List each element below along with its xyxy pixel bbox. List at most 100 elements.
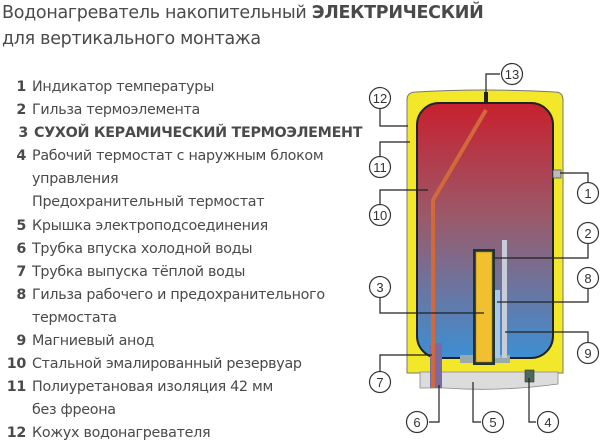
thermometer-indicator (552, 169, 562, 179)
legend-line: термостата (32, 309, 117, 326)
callout-number: 1 (584, 186, 591, 201)
legend-number: 11 (6, 379, 27, 396)
title-bold: ЭЛЕКТРИЧЕСКИЙ (311, 3, 484, 23)
callout-12: 12 (368, 86, 392, 110)
callout-circle (368, 155, 392, 179)
legend-line: Гильза рабочего и предохранительного (32, 286, 325, 303)
callout-2: 2 (576, 221, 600, 245)
callout-5: 5 (481, 410, 505, 434)
callout-10: 10 (368, 203, 392, 227)
top-connector (484, 92, 488, 104)
callout-circle (576, 266, 600, 290)
legend-line: СУХОЙ КЕРАМИЧЕСКИЙ ТЕРМОЭЛЕМЕНТ (34, 125, 363, 142)
legend-text: Трубка выпуска тёплой воды (28, 261, 245, 284)
legend-item: 1 Индикатор температуры (0, 76, 380, 99)
legend-number: 5 (16, 217, 26, 234)
legend-text: Полиуретановая изоляция 42 мм без фреона (28, 376, 273, 422)
title-line-1: Водонагреватель накопительный ЭЛЕКТРИЧЕС… (2, 3, 484, 23)
legend-line: Индикатор температуры (32, 79, 215, 95)
legend-item: 2 Гильза термоэлемента (0, 99, 380, 122)
legend-text: Кожух водонагревателя (28, 422, 211, 445)
title-regular: Водонагреватель накопительный (2, 3, 312, 23)
callout-number: 6 (413, 415, 420, 430)
legend-text: Крышка электроподсоединения (28, 215, 268, 238)
legend-number: 1 (16, 79, 26, 95)
legend-text: СУХОЙ КЕРАМИЧЕСКИЙ ТЕРМОЭЛЕМЕНТ (30, 122, 362, 145)
legend-text: Индикатор температуры (28, 76, 214, 99)
callout-circle (368, 370, 392, 394)
callout-1: 1 (576, 181, 600, 205)
legend-number: 4 (16, 148, 26, 165)
callout-circle (481, 410, 505, 434)
legend-line: Крышка электроподсоединения (32, 217, 268, 234)
legend-item: 11 Полиуретановая изоляция 42 мм без фреон… (0, 376, 380, 422)
callout-circle (405, 410, 429, 434)
legend-text: Гильза рабочего и предохранительного терм… (28, 284, 325, 330)
legend-number: 8 (16, 286, 26, 303)
callout-number: 13 (505, 67, 519, 82)
legend-text: Трубка впуска холодной воды (28, 238, 253, 261)
legend-text: Магниевый анод (28, 330, 154, 353)
legend-item: 8 Гильза рабочего и предохранительного тер… (0, 284, 380, 330)
thermostat-sleeve (495, 290, 500, 358)
legend-line: без фреона (32, 402, 116, 419)
callout-number: 11 (373, 160, 387, 175)
callout-3: 3 (368, 275, 392, 299)
legend-line: Предохранительный термостат (32, 194, 265, 211)
legend-line: управления (32, 171, 119, 188)
callout-circle (368, 203, 392, 227)
parts-legend: 1 Индикатор температуры 2 Гильза термоэлеме… (0, 76, 380, 446)
legend-line: Стальной эмалированный резервуар (32, 356, 302, 373)
legend-number: 2 (16, 102, 26, 119)
legend-number: 7 (16, 263, 26, 280)
legend-item: 9 Магниевый анод (0, 330, 380, 353)
legend-item: 10 Стальной эмалированный резервуар (0, 353, 380, 376)
hot-water-outlet-pipe (431, 108, 488, 388)
callout-circle (576, 341, 600, 365)
legend-number: 3 (18, 125, 28, 142)
callout-6: 6 (405, 410, 429, 434)
callout-4: 4 (536, 410, 560, 434)
callout-number: 9 (584, 346, 591, 361)
legend-number: 9 (16, 333, 26, 350)
legend-line: Полиуретановая изоляция 42 мм (32, 379, 273, 396)
legend-line: Магниевый анод (32, 333, 155, 350)
legend-number: 10 (6, 356, 27, 373)
magnesium-anode (502, 240, 507, 358)
legend-item: 7 Трубка выпуска тёплой воды (0, 261, 380, 284)
legend-line: Трубка впуска холодной воды (32, 240, 253, 257)
legend-line: Кожух водонагревателя (32, 425, 211, 442)
callout-number: 4 (544, 415, 551, 430)
callout-circle (500, 62, 524, 86)
callout-lines (379, 73, 589, 423)
legend-item: 12 Кожух водонагревателя (0, 422, 380, 445)
callout-13: 13 (500, 62, 524, 86)
legend-text: Гильза термоэлемента (28, 99, 200, 122)
legend-item: 6 Трубка впуска холодной воды (0, 238, 380, 261)
callout-number: 12 (373, 91, 387, 106)
callout-circle (536, 410, 560, 434)
legend-line: Трубка выпуска тёплой воды (32, 263, 246, 280)
legend-number: 12 (6, 425, 27, 442)
callout-circle (576, 181, 600, 205)
callout-number: 10 (373, 208, 387, 223)
callout-circle (576, 221, 600, 245)
callout-number: 3 (376, 280, 383, 295)
ceramic-heating-element (475, 251, 493, 363)
legend-number: 6 (16, 240, 26, 257)
callout-9: 9 (576, 341, 600, 365)
callout-circle (368, 86, 392, 110)
callout-number: 8 (584, 271, 591, 286)
callout-number: 5 (489, 415, 496, 430)
callout-number: 2 (584, 226, 591, 241)
legend-text: Стальной эмалированный резервуар (28, 353, 302, 376)
legend-line: Гильза термоэлемента (32, 102, 201, 119)
legend-item: 5 Крышка электроподсоединения (0, 215, 380, 238)
callout-7: 7 (368, 370, 392, 394)
callout-circle (368, 275, 392, 299)
